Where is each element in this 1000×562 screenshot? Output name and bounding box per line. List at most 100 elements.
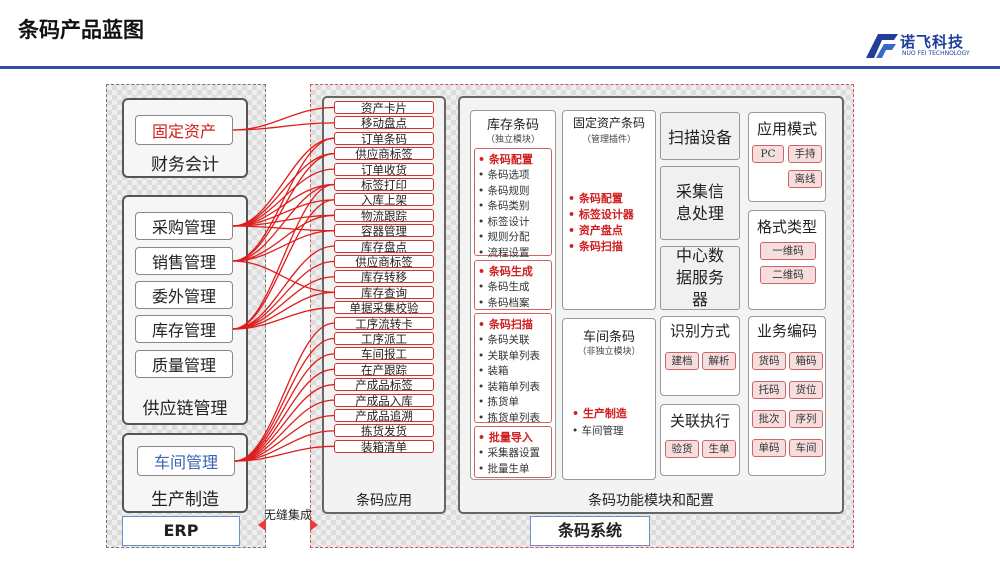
erp-item-fixed-assets[interactable]: 固定资产: [135, 115, 233, 145]
fixed-asset-item[interactable]: • 条码配置: [568, 192, 623, 205]
logo-icon: [866, 34, 898, 58]
inventory-group-item[interactable]: • 条码类别: [478, 200, 530, 212]
barcode-app-item[interactable]: 车间报工: [334, 347, 434, 361]
inventory-group-head[interactable]: • 条码配置: [478, 153, 533, 166]
inventory-group-item[interactable]: • 装箱单列表: [478, 380, 541, 393]
format-title: 格式类型: [756, 218, 817, 236]
identify-title: 识别方式: [669, 322, 730, 340]
workshop-item-management: • 车间管理: [572, 425, 624, 437]
biz-code-chip[interactable]: 批次: [752, 410, 786, 428]
inventory-group-item[interactable]: • 条码规则: [478, 184, 530, 197]
inventory-group-item[interactable]: • 标签设计: [478, 215, 530, 228]
workshop-barcode-subtitle: （非独立模块）: [577, 347, 641, 357]
scan-device-cell[interactable]: 扫描设备: [660, 112, 740, 160]
chip-build[interactable]: 建档: [665, 352, 699, 370]
barcode-app-item[interactable]: 装箱清单: [334, 439, 434, 453]
barcode-app-item[interactable]: 供应商标签: [334, 255, 434, 268]
chip-generate[interactable]: 生单: [702, 440, 736, 458]
production-title: 生产制造: [151, 490, 219, 510]
center-server-cell[interactable]: 中心数据服务器: [660, 246, 740, 310]
fixed-asset-barcode-title: 固定资产条码: [572, 116, 645, 130]
chip-handheld[interactable]: 手持: [788, 145, 822, 163]
barcode-app-item[interactable]: 标签打印: [334, 178, 434, 191]
format-cell: [748, 210, 826, 310]
barcode-app-item[interactable]: 资产卡片: [334, 101, 434, 114]
inventory-group-item[interactable]: • 拣货单列表: [478, 411, 541, 424]
fixed-asset-item[interactable]: • 资产盘点: [568, 224, 623, 237]
barcode-app-item[interactable]: 容器管理: [334, 224, 434, 238]
erp-item-inventory[interactable]: 库存管理: [135, 315, 233, 343]
barcode-app-item[interactable]: 物流跟踪: [334, 208, 434, 222]
inventory-group-item[interactable]: • 条码档案: [478, 296, 530, 309]
barcode-app-title: 条码应用: [356, 493, 412, 509]
inventory-group-item[interactable]: • 规则分配: [478, 231, 530, 243]
barcode-app-item[interactable]: 工序流转卡: [334, 316, 434, 330]
biz-code-chip[interactable]: 箱码: [789, 352, 823, 370]
workshop-barcode-column: [562, 318, 656, 480]
fixed-asset-item[interactable]: • 标签设计器: [568, 208, 634, 221]
inventory-group-item[interactable]: • 条码选项: [478, 169, 530, 181]
barcode-app-item[interactable]: 供应商标签: [334, 147, 434, 161]
erp-item-outsourcing[interactable]: 委外管理: [135, 281, 233, 309]
inventory-group-item[interactable]: • 条码生成: [478, 281, 530, 293]
biz-code-chip[interactable]: 序列: [789, 410, 823, 428]
inventory-group: [474, 313, 552, 423]
inventory-group-head[interactable]: • 条码生成: [478, 265, 533, 278]
barcode-app-item[interactable]: 单据采集校验: [334, 301, 434, 315]
inventory-barcode-subtitle: （独立模块）: [485, 135, 540, 145]
company-logo: [864, 28, 994, 62]
erp-item-purchase[interactable]: 采购管理: [135, 212, 233, 240]
erp-item-workshop[interactable]: 车间管理: [137, 446, 235, 476]
barcode-app-item[interactable]: 订单条码: [334, 131, 434, 145]
barcode-app-item[interactable]: 订单收货: [334, 162, 434, 176]
biz-code-chip[interactable]: 货码: [752, 352, 786, 370]
chip-inspect[interactable]: 验货: [665, 440, 699, 458]
inventory-group-item[interactable]: • 拣货单: [478, 396, 520, 408]
barcode-app-item[interactable]: 产成品标签: [334, 378, 434, 392]
header-divider: [0, 66, 1000, 69]
biz-code-chip[interactable]: 货位: [789, 381, 823, 399]
barcode-app-item[interactable]: 库存盘点: [334, 239, 434, 253]
inventory-group-head[interactable]: • 批量导入: [478, 431, 533, 444]
collect-info-cell[interactable]: 采集信息处理: [660, 166, 740, 240]
fixed-asset-barcode-subtitle: （管理插件）: [581, 135, 636, 145]
supply-chain-title: 供应链管理: [142, 399, 228, 419]
modules-title: 条码功能模块和配置: [588, 493, 714, 509]
barcode-app-item[interactable]: 在产跟踪: [334, 362, 434, 376]
workshop-barcode-title: 车间条码: [582, 330, 635, 345]
biz-code-chip[interactable]: 车间: [789, 439, 823, 457]
barcode-app-item[interactable]: 工序派工: [334, 332, 434, 345]
barcode-app-item[interactable]: 拣货发货: [334, 424, 434, 438]
barcode-app-item[interactable]: 库存转移: [334, 270, 434, 284]
inventory-group-item[interactable]: • 流程设置: [478, 246, 530, 259]
inventory-group-head[interactable]: • 条码扫描: [478, 318, 533, 331]
inventory-group-item[interactable]: • 关联单列表: [478, 349, 541, 362]
chip-offline[interactable]: 离线: [788, 170, 822, 188]
biz-code-chip[interactable]: 托码: [752, 381, 786, 399]
erp-item-quality[interactable]: 质量管理: [135, 350, 233, 378]
logo-subtext: NUO FEI TECHNOLOGY: [902, 50, 970, 57]
inventory-group-item[interactable]: • 批量生单: [478, 462, 530, 475]
inventory-group-item[interactable]: • 装箱: [478, 365, 509, 377]
barcode-app-item[interactable]: 产成品追溯: [334, 409, 434, 422]
barcode-app-item[interactable]: 产成品入库: [334, 393, 434, 407]
integration-label: 无缝集成: [263, 508, 312, 522]
inventory-group: [474, 148, 552, 256]
chip-parse[interactable]: 解析: [702, 352, 736, 370]
biz-code-chip[interactable]: 单码: [752, 439, 786, 457]
integration-arrow-icon: [258, 519, 318, 531]
chip-1d[interactable]: 一维码: [760, 242, 816, 260]
barcode-app-item[interactable]: 移动盘点: [334, 116, 434, 130]
fixed-asset-item[interactable]: • 条码扫描: [568, 240, 623, 253]
inventory-group-item[interactable]: • 条码关联: [478, 334, 530, 346]
link-exec-title: 关联执行: [669, 412, 730, 430]
barcode-app-item[interactable]: 入库上架: [334, 193, 434, 207]
inventory-group-item[interactable]: • 采集器设置: [478, 447, 541, 459]
workshop-item-production: • 生产制造: [572, 407, 627, 420]
barcode-app-item[interactable]: 库存查询: [334, 285, 434, 299]
chip-pc[interactable]: PC: [752, 145, 784, 163]
erp-item-sales[interactable]: 销售管理: [135, 247, 233, 275]
erp-label: ERP: [122, 516, 240, 546]
chip-2d[interactable]: 二维码: [760, 266, 816, 284]
biz-code-title: 业务编码: [756, 322, 817, 340]
